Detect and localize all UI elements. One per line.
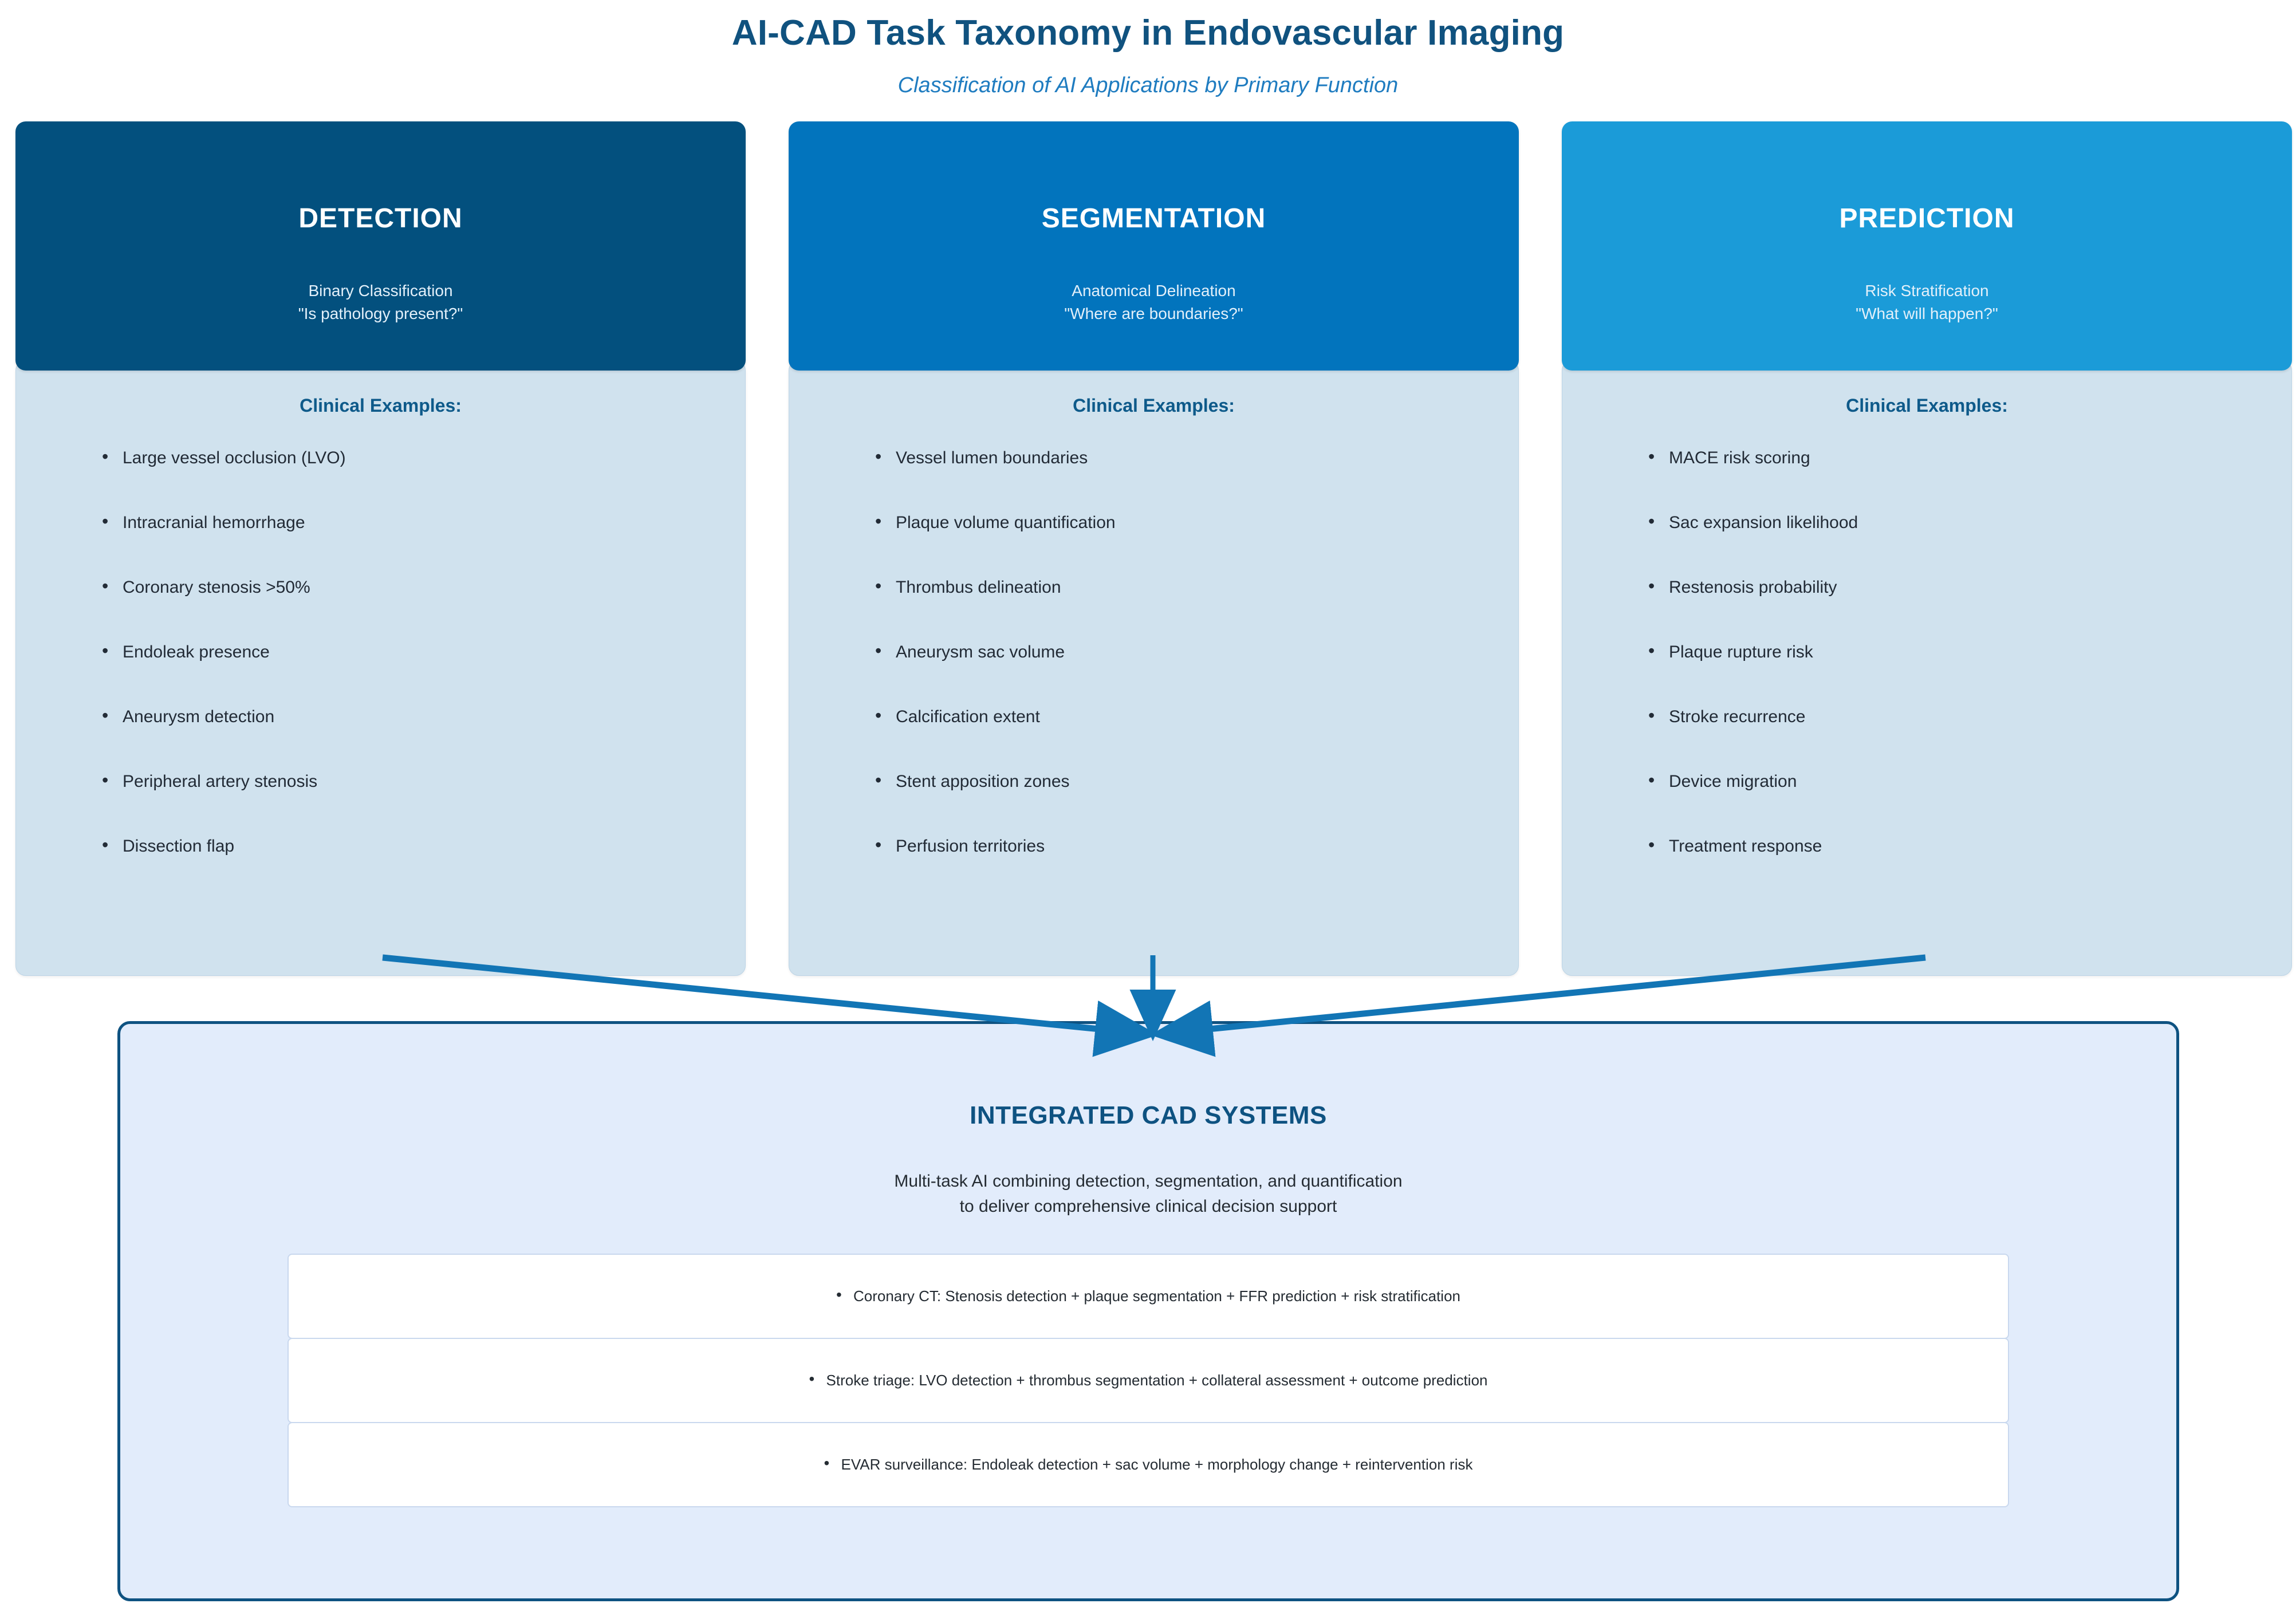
list-item: Restenosis probability xyxy=(1648,577,2291,644)
card-subtitle-line1: Anatomical Delineation xyxy=(1072,282,1236,300)
list-item: Perfusion territories xyxy=(875,836,1518,903)
list-item: Calcification extent xyxy=(875,706,1518,773)
card-subtitle: Risk Stratification "What will happen?" xyxy=(1562,279,2292,325)
taxonomy-card-prediction: PREDICTION Risk Stratification "What wil… xyxy=(1562,121,2292,976)
clinical-examples-list: Vessel lumen boundaries Plaque volume qu… xyxy=(789,447,1518,903)
list-item: Large vessel occlusion (LVO) xyxy=(102,447,745,514)
list-item: Aneurysm detection xyxy=(102,706,745,773)
clinical-examples-list: Large vessel occlusion (LVO) Intracrania… xyxy=(16,447,745,903)
integrated-description-line1: Multi-task AI combining detection, segme… xyxy=(894,1172,1403,1191)
list-item: MACE risk scoring xyxy=(1648,447,2291,514)
card-subtitle-line2: "Where are boundaries?" xyxy=(1064,304,1243,322)
list-item: Treatment response xyxy=(1648,836,2291,903)
clinical-examples-list: MACE risk scoring Sac expansion likeliho… xyxy=(1562,447,2291,903)
card-body-prediction: Clinical Examples: MACE risk scoring Sac… xyxy=(1562,360,2292,976)
card-subtitle-line2: "What will happen?" xyxy=(1856,304,1998,322)
card-title: PREDICTION xyxy=(1839,203,2015,234)
card-header-detection: DETECTION Binary Classification "Is path… xyxy=(15,121,746,371)
integrated-description: Multi-task AI combining detection, segme… xyxy=(120,1169,2176,1219)
list-item: EVAR surveillance: Endoleak detection + … xyxy=(288,1421,2009,1507)
card-subtitle: Anatomical Delineation "Where are bounda… xyxy=(789,279,1519,325)
list-item: Stent apposition zones xyxy=(875,771,1518,838)
list-item-label: EVAR surveillance: Endoleak detection + … xyxy=(824,1454,1473,1474)
card-subtitle-line2: "Is pathology present?" xyxy=(298,304,463,322)
list-item: Dissection flap xyxy=(102,836,745,903)
list-item: Plaque volume quantification xyxy=(875,512,1518,579)
card-title: SEGMENTATION xyxy=(1041,203,1266,234)
card-subtitle: Binary Classification "Is pathology pres… xyxy=(15,279,746,325)
clinical-examples-label: Clinical Examples: xyxy=(1846,395,2008,416)
card-title: DETECTION xyxy=(298,203,463,234)
list-item: Sac expansion likelihood xyxy=(1648,512,2291,579)
list-item: Endoleak presence xyxy=(102,641,745,708)
card-subtitle-line1: Risk Stratification xyxy=(1865,282,1989,300)
list-item: Intracranial hemorrhage xyxy=(102,512,745,579)
card-header-segmentation: SEGMENTATION Anatomical Delineation "Whe… xyxy=(789,121,1519,371)
list-item: Thrombus delineation xyxy=(875,577,1518,644)
list-item-label: Stroke triage: LVO detection + thrombus … xyxy=(809,1370,1488,1389)
list-item: Peripheral artery stenosis xyxy=(102,771,745,838)
list-item: Coronary stenosis >50% xyxy=(102,577,745,644)
card-header-prediction: PREDICTION Risk Stratification "What wil… xyxy=(1562,121,2292,371)
page-subtitle: Classification of AI Applications by Pri… xyxy=(897,73,1399,97)
card-body-detection: Clinical Examples: Large vessel occlusio… xyxy=(15,360,746,976)
page-title: AI-CAD Task Taxonomy in Endovascular Ima… xyxy=(731,13,1565,53)
list-item-label: Coronary CT: Stenosis detection + plaque… xyxy=(836,1286,1460,1305)
list-item: Plaque rupture risk xyxy=(1648,641,2291,708)
integrated-cad-panel: INTEGRATED CAD SYSTEMS Multi-task AI com… xyxy=(117,1021,2179,1601)
list-item: Device migration xyxy=(1648,771,2291,838)
clinical-examples-label: Clinical Examples: xyxy=(300,395,462,416)
list-item: Vessel lumen boundaries xyxy=(875,447,1518,514)
list-item: Stroke recurrence xyxy=(1648,706,2291,773)
list-item: Coronary CT: Stenosis detection + plaque… xyxy=(288,1253,2009,1339)
card-subtitle-line1: Binary Classification xyxy=(308,282,453,300)
integrated-description-line2: to deliver comprehensive clinical decisi… xyxy=(959,1196,1337,1216)
card-body-segmentation: Clinical Examples: Vessel lumen boundari… xyxy=(789,360,1519,976)
list-item: Aneurysm sac volume xyxy=(875,641,1518,708)
taxonomy-card-detection: DETECTION Binary Classification "Is path… xyxy=(15,121,746,976)
taxonomy-card-segmentation: SEGMENTATION Anatomical Delineation "Whe… xyxy=(789,121,1519,976)
clinical-examples-label: Clinical Examples: xyxy=(1073,395,1235,416)
integrated-examples-list: Coronary CT: Stenosis detection + plaque… xyxy=(120,1253,2176,1507)
list-item: Stroke triage: LVO detection + thrombus … xyxy=(288,1337,2009,1423)
integrated-title: INTEGRATED CAD SYSTEMS xyxy=(970,1101,1327,1129)
